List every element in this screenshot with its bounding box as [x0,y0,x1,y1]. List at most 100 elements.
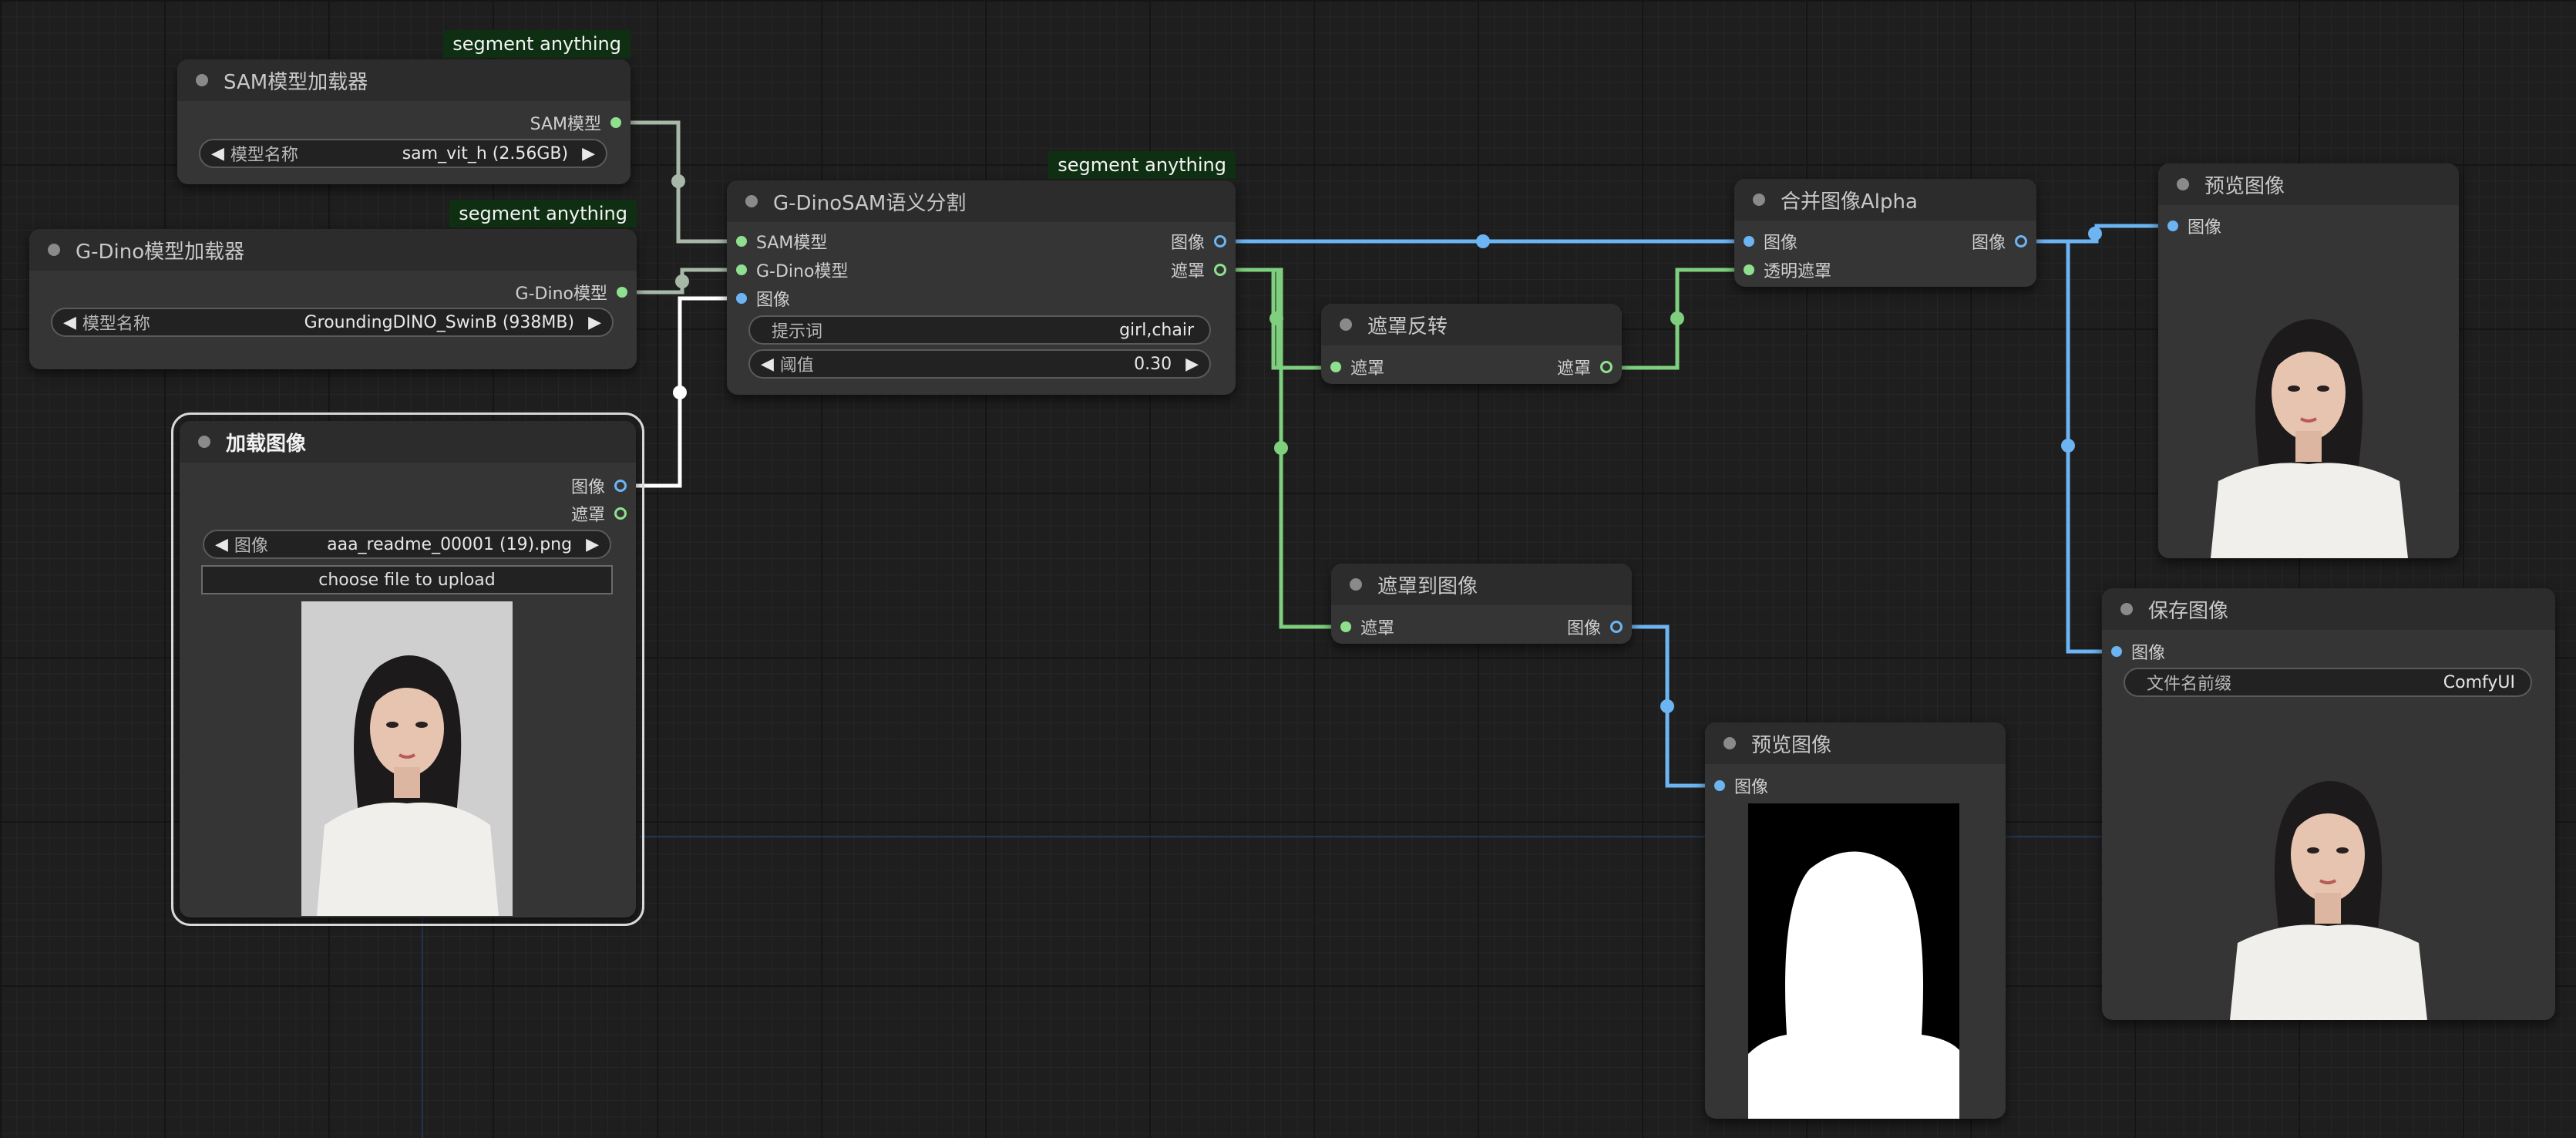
input-slot-image[interactable]: 图像 [2111,640,2165,663]
node-load-image[interactable]: 加载图像 图像 遮罩 ◀ 图像 aaa_readme_00001 (19).pn… [171,412,644,926]
slot-dot-icon[interactable] [617,287,627,298]
link-reroute-dot[interactable] [1670,311,1684,325]
link-reroute-dot[interactable] [671,174,685,188]
model-name-combo[interactable]: ◀ 模型名称 sam_vit_h (2.56GB) ▶ [199,139,607,168]
output-slot-image[interactable]: 图像 [571,474,627,497]
node-title-bar[interactable]: 预览图像 [2158,163,2459,205]
collapse-dot-icon[interactable] [48,244,60,256]
collapse-dot-icon[interactable] [2177,178,2189,190]
link-reroute-dot[interactable] [2061,439,2075,453]
arrow-left-icon[interactable]: ◀ [211,143,224,163]
link-reroute-dot[interactable] [673,386,687,399]
slot-dot-icon[interactable] [2015,235,2027,247]
node-preview-image-bottom[interactable]: 预览图像 图像 [1705,722,2006,1119]
slot-dot-icon[interactable] [614,480,627,492]
node-title-bar[interactable]: G-DinoSAM语义分割 [727,180,1236,222]
node-title-bar[interactable]: 预览图像 [1705,722,2006,764]
node-title-bar[interactable]: SAM模型加载器 [177,59,631,101]
arrow-left-icon[interactable]: ◀ [761,354,774,374]
model-name-combo[interactable]: ◀ 模型名称 GroundingDINO_SwinB (938MB) ▶ [51,308,614,337]
node-title-bar[interactable]: G-Dino模型加载器 [29,229,637,271]
input-slot-image[interactable]: 图像 [736,287,790,310]
collapse-dot-icon[interactable] [196,74,208,86]
slot-dot-icon[interactable] [2111,646,2122,657]
image-file-combo[interactable]: ◀ 图像 aaa_readme_00001 (19).png ▶ [203,530,611,559]
slot-dot-icon[interactable] [2167,221,2178,231]
threshold-number-field[interactable]: ◀ 阈值 0.30 ▶ [748,349,1211,379]
collapse-dot-icon[interactable] [198,436,210,448]
link-reroute-dot[interactable] [1476,234,1490,248]
link-reroute-dot[interactable] [1270,311,1283,325]
collapse-dot-icon[interactable] [1340,318,1352,331]
slot-dot-icon[interactable] [610,117,621,128]
output-slot-image[interactable]: 图像 [1171,230,1226,253]
collapse-dot-icon[interactable] [2120,603,2133,615]
input-slot-image[interactable]: 图像 [1714,774,1768,797]
node-sam-loader[interactable]: segment anything SAM模型加载器 SAM模型 ◀ 模型名称 s… [177,30,631,184]
node-preview-image-top[interactable]: 预览图像 图像 [2158,163,2459,558]
node-title-bar[interactable]: 遮罩到图像 [1331,564,1632,605]
input-slot-mask[interactable]: 遮罩 [1340,615,1394,638]
output-slot-image[interactable]: 图像 [1567,615,1623,638]
link-join-to-save[interactable] [2021,239,2116,654]
link-gdino-model[interactable] [622,268,742,295]
node-title-bar[interactable]: 合并图像Alpha [1734,179,2036,221]
output-slot-mask[interactable]: 遮罩 [1171,258,1226,281]
arrow-left-icon[interactable]: ◀ [215,534,228,554]
slot-dot-icon[interactable] [1744,264,1754,275]
link-mask-image-to-preview[interactable] [1617,625,1717,788]
arrow-right-icon[interactable]: ▶ [586,534,599,554]
prompt-text-field[interactable]: 提示词 girl,chair [748,315,1211,345]
arrow-right-icon[interactable]: ▶ [582,143,595,163]
arrow-left-icon[interactable]: ◀ [63,312,76,332]
slot-dot-icon[interactable] [1744,236,1754,247]
input-slot-gdino-model[interactable]: G-Dino模型 [736,258,848,281]
slot-dot-icon[interactable] [1330,362,1341,372]
output-slot-gdino-model[interactable]: G-Dino模型 [516,281,627,304]
node-title-bar[interactable]: 加载图像 [180,421,636,463]
node-join-image-alpha[interactable]: 合并图像Alpha 图像 透明遮罩 图像 [1734,179,2036,287]
input-slot-image[interactable]: 图像 [2167,214,2221,237]
link-load-image[interactable] [620,296,742,488]
node-title-bar[interactable]: 遮罩反转 [1321,304,1622,345]
link-reroute-dot[interactable] [1660,699,1674,713]
slot-dot-icon[interactable] [736,264,747,275]
link-reroute-dot[interactable] [675,274,689,288]
output-slot-sam-model[interactable]: SAM模型 [530,111,621,134]
node-gdino-loader[interactable]: segment anything G-Dino模型加载器 G-Dino模型 ◀ … [29,200,637,369]
collapse-dot-icon[interactable] [1350,578,1362,591]
slot-dot-icon[interactable] [1600,361,1613,373]
arrow-right-icon[interactable]: ▶ [588,312,601,332]
input-slot-sam-model[interactable]: SAM模型 [736,230,827,253]
link-invert-to-join[interactable] [1609,268,1745,370]
slot-dot-icon[interactable] [1214,235,1226,247]
node-gdino-sam[interactable]: segment anything G-DinoSAM语义分割 SAM模型 G-D… [727,151,1236,395]
input-slot-alpha-mask[interactable]: 透明遮罩 [1744,258,1831,281]
slot-dot-icon[interactable] [736,236,747,247]
link-mask-to-invert-b[interactable] [1220,268,1332,370]
arrow-right-icon[interactable]: ▶ [1185,354,1199,374]
node-invert-mask[interactable]: 遮罩反转 遮罩 遮罩 [1321,304,1622,384]
link-reroute-dot[interactable] [2088,227,2102,241]
collapse-dot-icon[interactable] [745,195,758,207]
slot-dot-icon[interactable] [1714,780,1725,791]
output-slot-mask[interactable]: 遮罩 [571,502,627,525]
slot-dot-icon[interactable] [1214,264,1226,276]
input-slot-image[interactable]: 图像 [1744,230,1797,253]
node-title-bar[interactable]: 保存图像 [2102,588,2555,630]
upload-button[interactable]: choose file to upload [201,565,613,594]
node-mask-to-image[interactable]: 遮罩到图像 遮罩 图像 [1331,564,1632,644]
collapse-dot-icon[interactable] [1723,737,1736,749]
slot-dot-icon[interactable] [736,293,747,304]
output-slot-image[interactable]: 图像 [1972,230,2027,253]
node-save-image[interactable]: 保存图像 图像 文件名前缀 ComfyUI [2102,588,2555,1020]
slot-dot-icon[interactable] [1610,621,1623,633]
slot-dot-icon[interactable] [614,507,627,520]
output-slot-mask[interactable]: 遮罩 [1557,355,1613,379]
filename-prefix-field[interactable]: 文件名前缀 ComfyUI [2124,668,2532,697]
link-join-to-preview[interactable] [2021,224,2170,244]
link-reroute-dot[interactable] [1274,441,1288,455]
link-mask-to-invert[interactable] [1220,268,1332,370]
input-slot-mask[interactable]: 遮罩 [1330,355,1384,379]
collapse-dot-icon[interactable] [1753,194,1765,206]
